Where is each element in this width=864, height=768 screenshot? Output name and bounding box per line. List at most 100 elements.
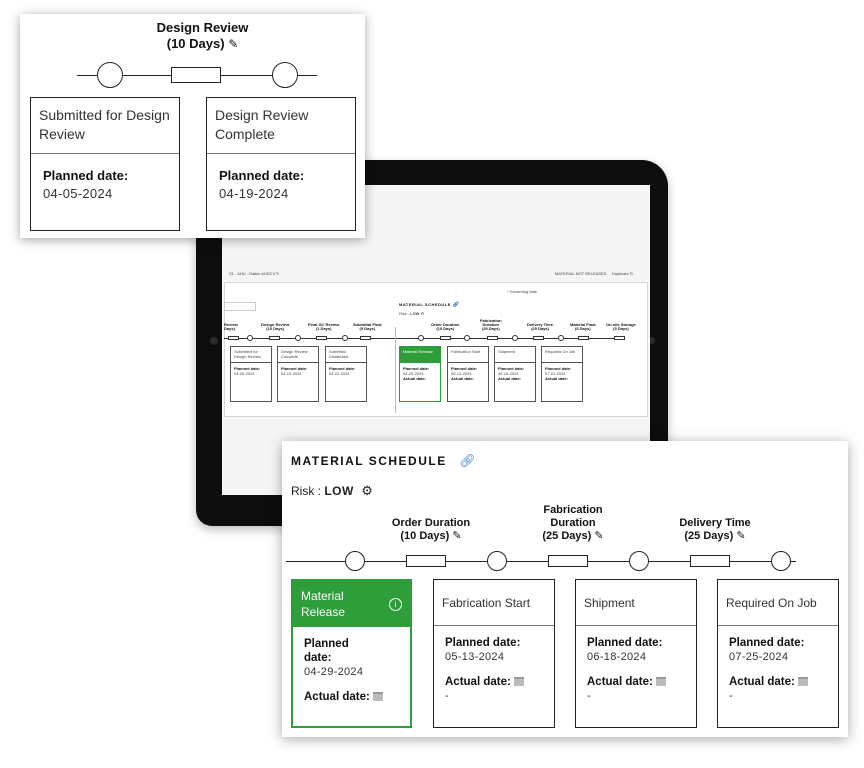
duration-label-delivery: Delivery Time (25 Days) ✎ [679,517,751,542]
duplicate-button[interactable]: Duplicate ↻ [612,271,634,276]
timeline-duration [614,336,625,340]
timeline-duration[interactable] [406,555,446,567]
planned-date-label: Planned date: [43,168,129,183]
tablet-camera [648,337,655,344]
planned-date-label-cont: date: [304,652,332,664]
calendar-icon[interactable] [372,692,383,701]
timeline-duration [440,336,451,340]
duration-label: Design Review (10 Days) [261,322,290,331]
governing-note: * Governing date [507,289,538,294]
milestone-title: Shipment [584,595,635,610]
tablet-side-button [210,337,218,345]
planned-date-value: 05-13-2024 [445,651,505,663]
milestone-card-material-release[interactable]: Material Release Planned date:04-29-2024… [399,346,441,402]
actual-date-value: - [587,690,591,702]
milestone-card[interactable]: Submitted for Design Review Planned date… [230,346,272,402]
timeline-node [771,551,791,571]
section-title: MATERIAL SCHEDULE 🔗︎ [399,302,460,308]
timeline-duration [360,336,371,340]
planned-date-label: Planned date: [445,637,521,649]
duration-label-design-review: Design Review (10 Days) ✎ [156,20,249,51]
design-review-callout: Design Review (10 Days) ✎ Submitted for … [20,14,365,238]
milestone-card-fabrication-start[interactable]: Fabrication Start Planned date: 05-13-20… [433,579,555,728]
milestone-title: Submitted for Design Review [39,107,170,142]
pencil-icon[interactable]: ✎ [736,530,746,542]
planned-date-value: 04-05-2024 [43,186,113,201]
info-icon[interactable]: i [389,597,402,611]
actual-date-label: Actual date: [445,676,511,688]
planned-date-value: 07-25-2024 [729,651,789,663]
timeline-duration [316,336,327,340]
duration-label: Submittal Final (5 Days) [353,322,382,331]
milestone-card-required-on-job[interactable]: Required On Job Planned date: 07-25-2024… [717,579,839,728]
duration-label: Final GC Review (1 Days) [308,322,340,331]
duration-label: On-site Storage (5 Days) [606,322,636,331]
milestone-title: Required On Job [726,595,817,610]
planned-date-label: Planned date: [219,168,305,183]
risk-label: Risk : [291,484,321,498]
actual-date-label: Actual date: [304,691,370,703]
timeline-node [345,551,365,571]
calendar-icon[interactable] [513,677,524,686]
timeline-node [418,335,424,341]
actual-date-label: Actual date: [587,676,653,688]
planned-date-value: 04-19-2024 [219,186,289,201]
link-icon[interactable]: 🔗︎ [452,302,460,308]
pencil-icon[interactable]: ✎ [594,530,604,542]
gear-icon[interactable]: ⚙ [420,311,425,316]
duration-label: Delivery Time (25 Days) [527,322,553,331]
timeline-node [272,62,298,88]
risk-value: LOW [324,484,354,498]
timeline-duration [269,336,280,340]
duration-label-fabrication: Fabrication Duration (25 Days) ✎ [542,504,604,542]
planned-date-label: Planned date: [587,637,663,649]
timeline-line [224,338,624,339]
planned-date-label: Planned [304,638,349,650]
duration-label: Material Final (0 Days) [570,322,596,331]
gear-icon[interactable]: ⚙ [361,483,373,498]
timeline-node [97,62,123,88]
calendar-icon[interactable] [655,677,666,686]
timeline-duration[interactable] [690,555,730,567]
duration-label-order: Order Duration (10 Days) ✎ [391,517,471,542]
refresh-icon: ↻ [629,271,634,276]
section-header: MATERIAL SCHEDULE 🔗︎ [291,452,476,470]
risk-row: Risk : LOW ⚙ [291,483,373,499]
actual-date-label: Actual date: [729,676,795,688]
milestone-card-submitted[interactable]: Submitted for Design Review Planned date… [30,97,180,231]
duration-label: Review Days) [224,322,238,331]
link-icon[interactable]: 🔗︎ [459,453,476,468]
breadcrumb: S1 - AHU - Daikin AHDC3 ✎ [229,271,280,276]
milestone-card-shipment[interactable]: Shipment Planned date: 06-18-2024 Actual… [575,579,697,728]
milestone-card-design-review-complete[interactable]: Design Review Complete Planned date: 04-… [206,97,356,231]
timeline-node [342,335,348,341]
material-schedule-callout: MATERIAL SCHEDULE 🔗︎ Risk : LOW ⚙ Order … [282,441,848,737]
pencil-icon[interactable]: ✎ [275,271,280,276]
milestone-card[interactable]: Design Review Complete Planned date:04-1… [277,346,319,402]
milestone-card[interactable]: Submittal Distributed Planned date:04-22… [325,346,367,402]
milestone-title: Material Release [301,589,346,619]
milestone-title: Fabrication Start [442,595,531,610]
timeline-duration[interactable] [171,67,221,83]
timeline-node [247,335,253,341]
calendar-icon[interactable] [797,677,808,686]
actual-date-value: - [445,690,449,702]
material-status: MATERIAL NOT RELEASED [555,271,607,276]
milestone-card[interactable]: Fabrication Start Planned date:05-13-202… [447,346,489,402]
timeline-duration [578,336,589,340]
timeline-duration [228,336,239,340]
timeline-node [629,551,649,571]
timeline-node [487,551,507,571]
timeline-duration [533,336,544,340]
milestone-card-material-release[interactable]: Material Release i Planned date: 04-29-2… [291,579,412,728]
timeline-line [286,561,796,562]
timeline-duration[interactable] [548,555,588,567]
dropdown-select[interactable] [224,302,256,311]
pencil-icon[interactable]: ✎ [452,530,462,542]
pencil-icon[interactable]: ✎ [228,37,239,51]
section-title: MATERIAL SCHEDULE [291,454,447,468]
timeline-node [464,335,470,341]
timeline-node [558,335,564,341]
